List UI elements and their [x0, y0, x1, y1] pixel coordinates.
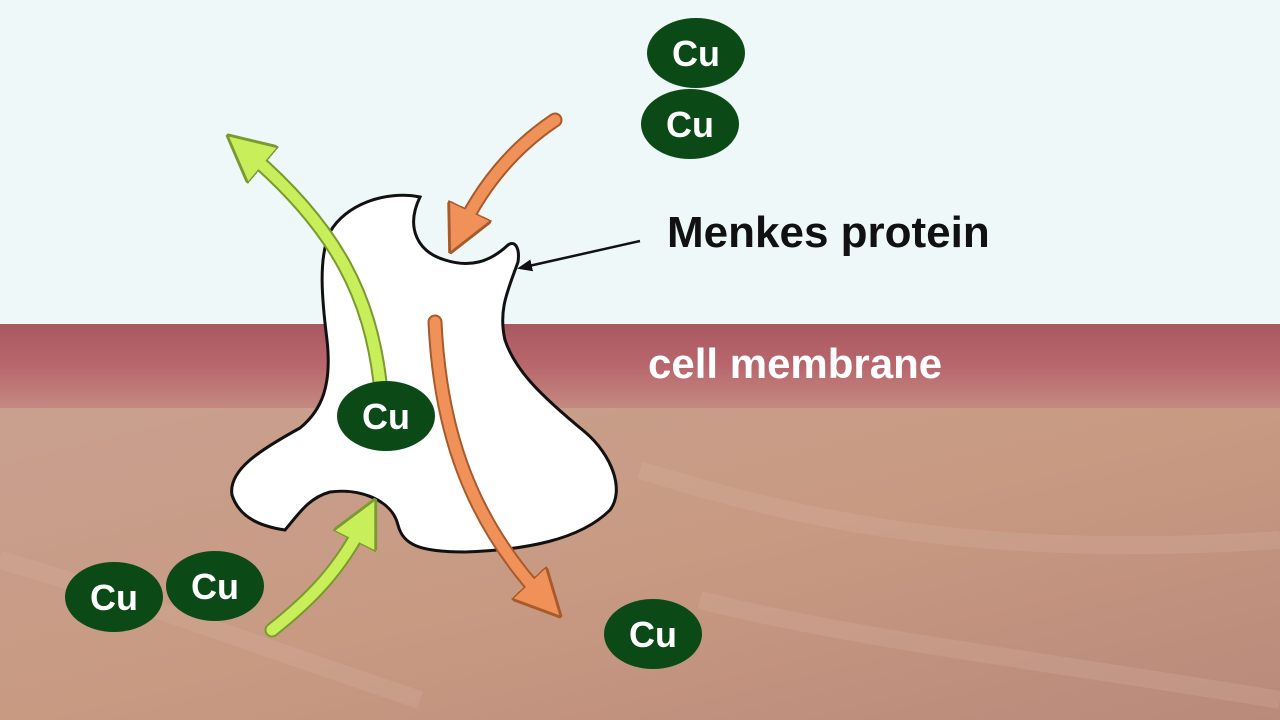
menkes-protein-label: Menkes protein [667, 208, 990, 257]
menkes-protein-shape [230, 193, 618, 554]
copper-ion-label: Cu [90, 577, 138, 618]
copper-ion-label: Cu [672, 33, 720, 74]
copper-ion: Cu [65, 562, 163, 632]
extracellular-region [0, 0, 1280, 328]
copper-ion: Cu [604, 599, 702, 669]
copper-ion-label: Cu [362, 396, 410, 437]
cytoplasm-texture [0, 461, 1280, 709]
copper-ion-label: Cu [191, 566, 239, 607]
copper-ion: Cu [647, 18, 745, 88]
green-entry-arrow-fill [266, 514, 371, 636]
cell-membrane-band [0, 324, 1280, 410]
copper-ion-label: Cu [666, 104, 714, 145]
cell-membrane-label: cell membrane [648, 340, 942, 387]
green-exit-arrow-fill [239, 144, 386, 388]
copper-ion: Cu [337, 381, 435, 451]
copper-ion-label: Cu [629, 614, 677, 655]
orange-exit-arrow-fill [429, 316, 551, 606]
copper-ion: Cu [641, 89, 739, 159]
orange-entry-arrow-fill [454, 114, 561, 238]
protein-pointer-line [517, 239, 641, 272]
copper-ion: Cu [166, 551, 264, 621]
